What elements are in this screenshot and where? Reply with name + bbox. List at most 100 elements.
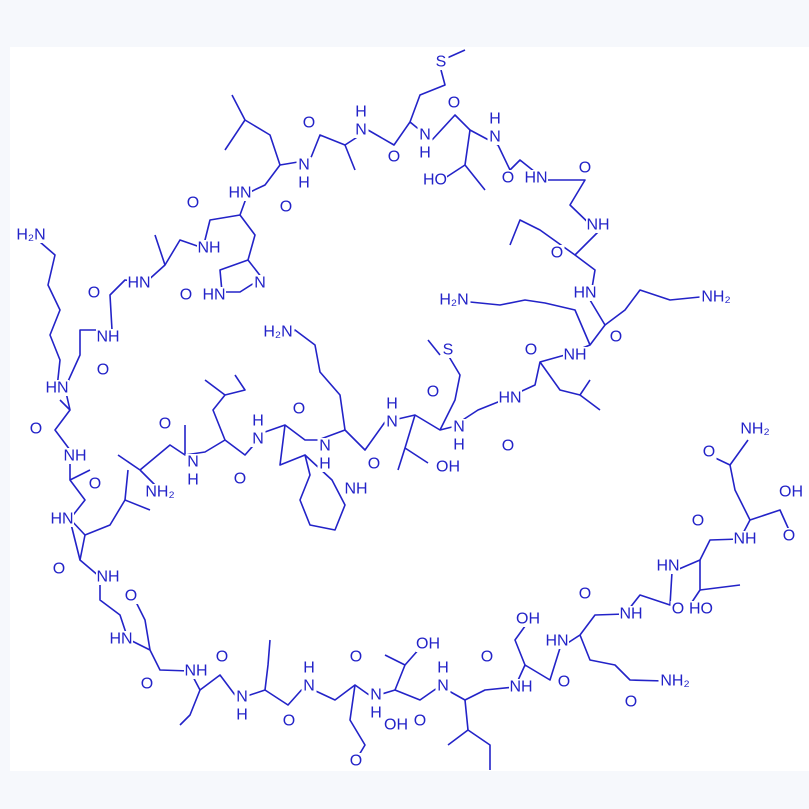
side-chain-bond [708, 454, 751, 521]
atom-label: HN [127, 275, 150, 292]
atom-label-backdrop [781, 528, 797, 544]
atom-label: H [355, 104, 367, 121]
atom-label-backdrop [549, 245, 565, 261]
atom-label: O [427, 384, 439, 401]
atom-label-backdrop [386, 149, 402, 165]
atom-label: N [437, 678, 449, 695]
atom-label-backdrop [109, 631, 133, 647]
atom-label: OH [384, 717, 408, 734]
side-chain-bond [84, 499, 151, 536]
side-chain-bond [439, 354, 461, 431]
atom-label: OH [516, 611, 540, 628]
atom-label: NH₂ [145, 484, 174, 501]
atom-label-backdrop [435, 660, 451, 676]
side-chain-bond [409, 69, 446, 123]
side-chain-bond [134, 599, 151, 651]
atom-label: HN [573, 285, 596, 302]
atom-label: O [159, 416, 171, 433]
atom-label: O [234, 471, 246, 488]
atom-label-backdrop [143, 484, 177, 500]
atom-label: NH₂ [701, 289, 730, 306]
side-chain-bond [344, 144, 356, 171]
side-chain-bond [404, 447, 429, 464]
atom-label-backdrop [14, 227, 48, 243]
side-chain-bond [464, 699, 491, 770]
atom-label-backdrop [250, 431, 266, 447]
atom-label-backdrop [384, 717, 408, 733]
atom-label-backdrop [440, 342, 456, 358]
atom-label: O [448, 95, 460, 112]
atom-label: NH₂ [660, 673, 689, 690]
side-chain-bond [264, 639, 271, 691]
atom-label-backdrop [423, 172, 447, 188]
atom-label-backdrop [509, 679, 533, 695]
atom-label-backdrop [368, 687, 384, 703]
atom-label: O [187, 195, 199, 212]
atom-label-backdrop [573, 285, 597, 301]
atom-label-backdrop [301, 660, 317, 676]
atom-label: H₂N [439, 292, 468, 309]
atom-label-backdrop [348, 753, 364, 769]
atom-label: O [388, 149, 400, 166]
atom-label: N [386, 414, 398, 431]
atom-label: OH [779, 484, 803, 501]
atom-label: H [419, 145, 431, 162]
atom-label-backdrop [178, 287, 194, 303]
atom-label-backdrop [278, 199, 294, 215]
atom-label: O [350, 649, 362, 666]
side-chain-bond [444, 164, 466, 179]
side-chain-bond [579, 634, 666, 682]
atom-label: O [125, 588, 137, 605]
atom-label-backdrop [228, 185, 252, 201]
side-chain-bond [349, 684, 366, 761]
atom-label-backdrop [577, 586, 593, 602]
atom-label-backdrop [353, 122, 369, 138]
atom-label-backdrop [608, 329, 624, 345]
atom-label: HO [423, 172, 447, 189]
atom-label-backdrop [86, 285, 102, 301]
atom-label: O [89, 476, 101, 493]
atom-label: H [437, 660, 449, 677]
side-chain-bond [154, 234, 166, 266]
atom-label-backdrop [733, 531, 757, 547]
atom-label-backdrop [301, 115, 317, 131]
atom-label: H [303, 660, 315, 677]
atom-label: N [453, 419, 465, 436]
atom-label-backdrop [498, 390, 522, 406]
atom-label: N [187, 454, 199, 471]
side-chain-bond [689, 560, 701, 606]
atom-label-backdrop [556, 674, 572, 690]
atom-label: O [579, 160, 591, 177]
atom-label-backdrop [563, 347, 587, 363]
atom-label-backdrop [234, 707, 250, 723]
atom-label-backdrop [384, 396, 400, 412]
side-chain-bond [469, 299, 591, 346]
atom-label: O [525, 342, 537, 359]
atom-label-backdrop [197, 240, 221, 256]
atom-label: NH [184, 663, 207, 680]
atom-label-backdrop [127, 275, 151, 291]
atom-label-backdrop [435, 678, 451, 694]
atom-label: O [502, 170, 514, 187]
atom-label-backdrop [184, 663, 208, 679]
atom-label-backdrop [658, 673, 692, 689]
atom-label: N [419, 127, 431, 144]
atom-label-backdrop [185, 454, 201, 470]
side-chain-bond [604, 289, 701, 326]
atom-label: O [216, 649, 228, 666]
atom-label-backdrop [417, 145, 433, 161]
side-chain-bond [39, 241, 61, 389]
side-chain-bond [397, 414, 416, 471]
side-chain-bond [579, 394, 601, 411]
atom-label: O [610, 329, 622, 346]
atom-label-backdrop [45, 380, 69, 396]
atom-label: HO [689, 601, 713, 618]
atom-label: O [368, 456, 380, 473]
atom-label-backdrop [446, 95, 462, 111]
side-chain-bond [279, 424, 346, 531]
atom-label-backdrop [50, 511, 74, 527]
atom-label-backdrop [436, 459, 460, 475]
atom-label: H [370, 705, 382, 722]
atom-label: O [502, 438, 514, 455]
